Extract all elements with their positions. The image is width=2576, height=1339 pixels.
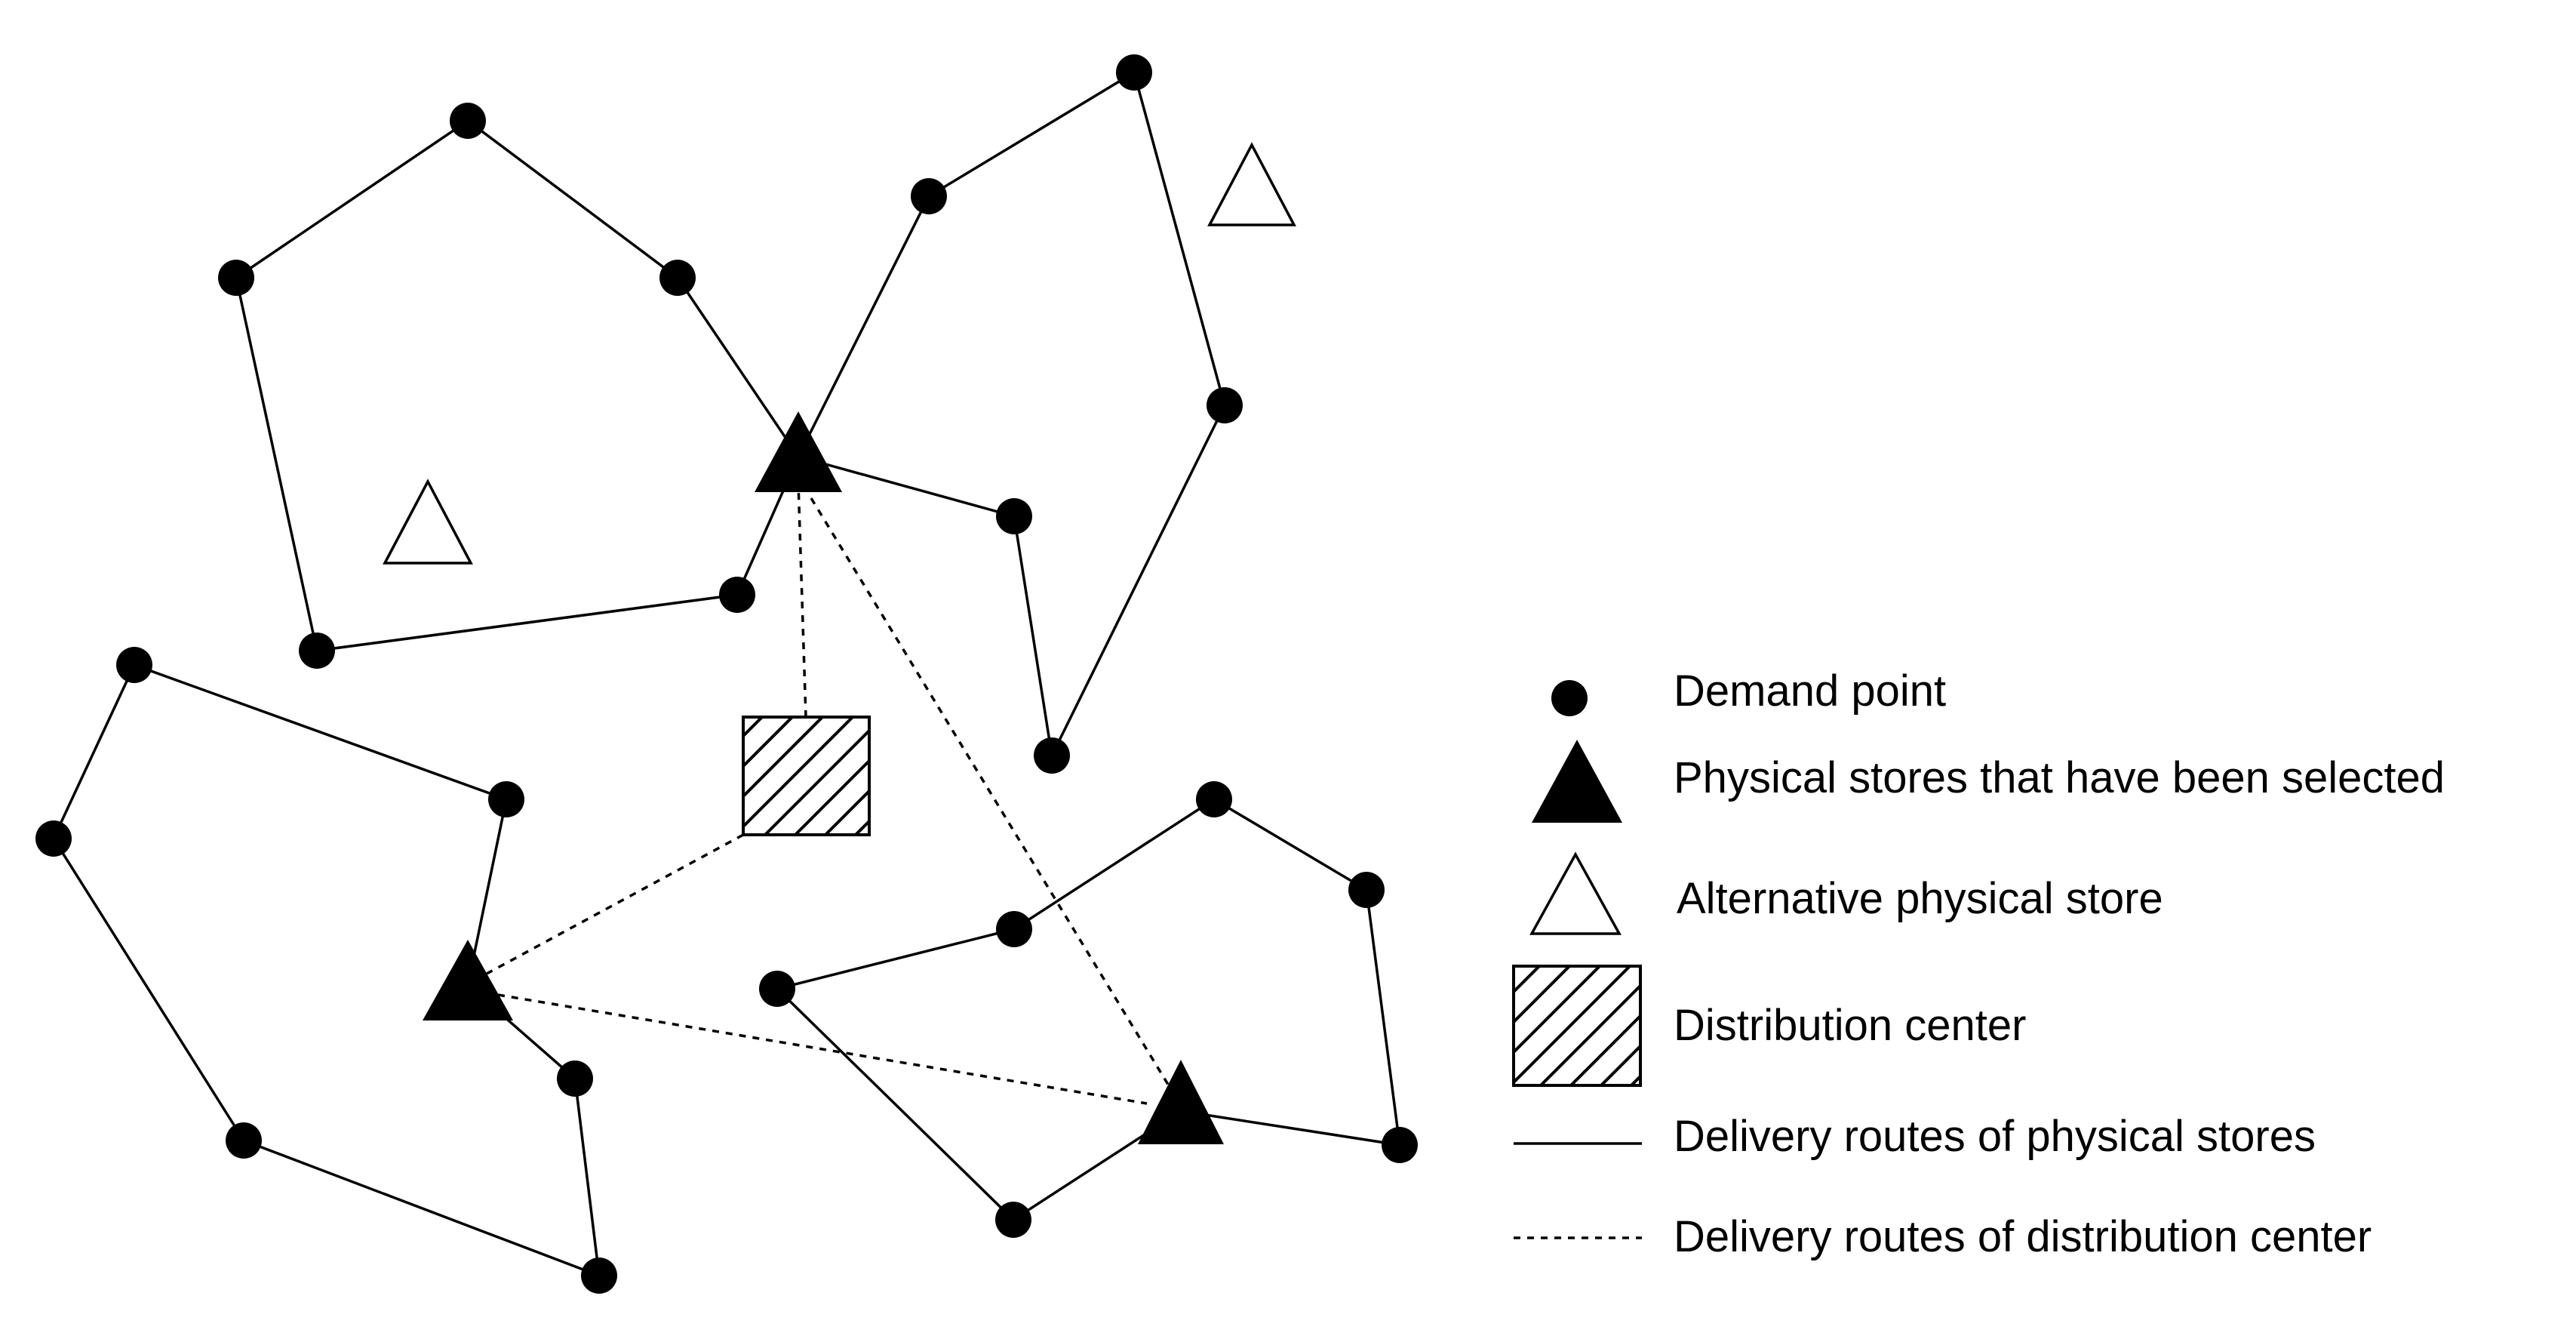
demand-point	[996, 498, 1032, 534]
legend: Demand point Physical stores that have b…	[1512, 666, 2445, 1261]
legend-selected-store-label: Physical stores that have been selected	[1674, 753, 2445, 802]
center-delivery-routes	[486, 482, 1171, 1105]
selected-store-north	[755, 411, 842, 492]
demand-point	[759, 971, 795, 1007]
demand-point	[218, 260, 254, 296]
alternative-store-north-west	[383, 479, 473, 565]
demand-point	[488, 781, 524, 817]
legend-alternative-store-icon	[1529, 851, 1622, 935]
legend-alternative-store-label: Alternative physical store	[1677, 874, 2163, 923]
demand-point	[557, 1060, 593, 1097]
demand-point	[226, 1122, 262, 1159]
center-route-to-north-store	[797, 482, 807, 718]
demand-point	[1207, 387, 1243, 423]
demand-point	[911, 178, 947, 214]
selected-store-west	[423, 940, 513, 1020]
legend-demand-point-label: Demand point	[1674, 666, 1946, 716]
demand-point	[581, 1257, 617, 1294]
demand-point	[116, 647, 152, 683]
selected-store-south-east	[1138, 1060, 1224, 1144]
center-route-to-west-store	[486, 833, 744, 975]
route-cluster-north-east	[797, 70, 1226, 760]
demand-point	[35, 820, 72, 857]
demand-point	[659, 260, 696, 296]
alternative-stores	[383, 142, 1296, 565]
demand-point	[1196, 781, 1232, 817]
route-cluster-south-east	[774, 797, 1402, 1222]
legend-distribution-center-label: Distribution center	[1674, 1001, 2026, 1050]
center-route-north-to-southeast	[810, 497, 1171, 1088]
demand-point	[995, 1202, 1031, 1238]
selected-stores	[423, 411, 1224, 1144]
legend-selected-store-icon	[1532, 740, 1622, 823]
legend-store-routes-label: Delivery routes of physical stores	[1674, 1112, 2316, 1161]
demand-point	[1034, 737, 1070, 774]
route-cluster-west	[52, 663, 601, 1278]
legend-distribution-center-icon	[1512, 965, 1642, 1087]
demand-point	[1382, 1127, 1418, 1163]
demand-point	[996, 911, 1032, 947]
demand-point	[299, 633, 335, 669]
legend-center-routes-label: Delivery routes of distribution center	[1674, 1212, 2372, 1261]
demand-point	[450, 103, 486, 139]
demand-point	[719, 577, 755, 613]
alternative-store-north-east	[1207, 142, 1296, 226]
center-route-west-to-southeast	[497, 993, 1148, 1105]
route-cluster-north-west	[235, 119, 800, 652]
demand-points	[35, 54, 1418, 1294]
demand-point	[1116, 54, 1152, 91]
distribution-center	[742, 716, 871, 836]
demand-point	[1348, 872, 1385, 908]
legend-demand-point-icon	[1551, 680, 1588, 716]
